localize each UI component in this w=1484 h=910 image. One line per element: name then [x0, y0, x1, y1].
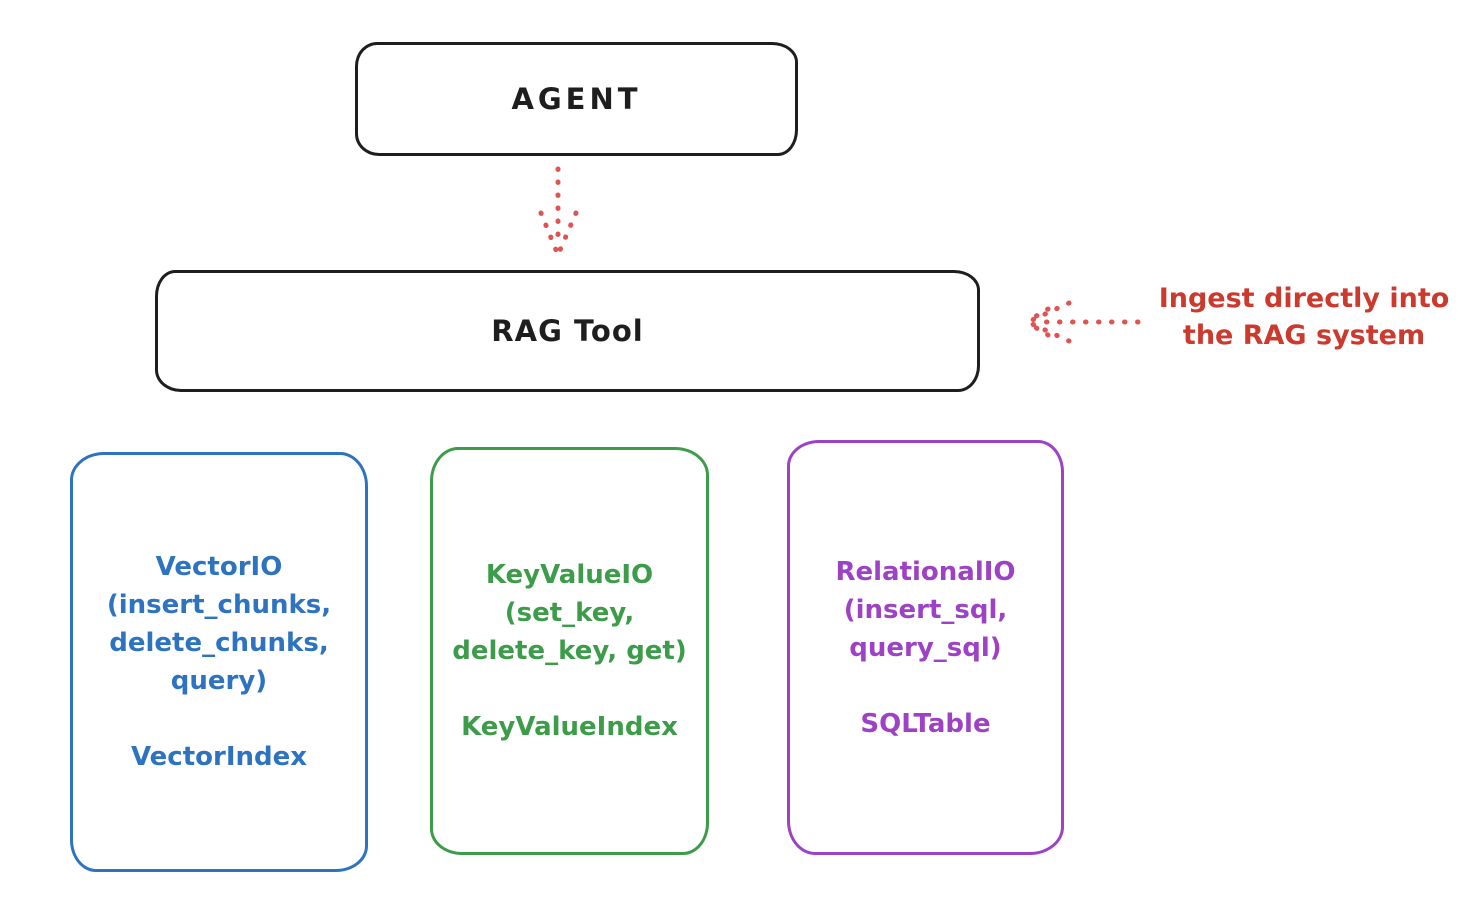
relational-io-card: RelationalIO (insert_sql, query_sql) SQL… — [787, 440, 1064, 855]
rag-tool-node: RAG Tool — [155, 270, 980, 392]
agent-to-rag-arrow — [538, 166, 579, 253]
rag-tool-label: RAG Tool — [491, 314, 644, 348]
ingest-arrow — [1025, 300, 1141, 344]
relational-io-line: query_sql) — [849, 632, 1002, 663]
keyvalue-io-card: KeyValueIO (set_key, delete_key, get) Ke… — [430, 447, 709, 855]
relational-io-line: RelationalIO — [835, 556, 1016, 587]
keyvalue-io-footer: KeyValueIndex — [461, 712, 678, 742]
ingest-annotation: Ingest directly into the RAG system — [1128, 280, 1480, 354]
agent-label: AGENT — [511, 82, 642, 116]
ingest-annotation-line2: the RAG system — [1182, 320, 1426, 351]
vector-io-card: VectorIO (insert_chunks, delete_chunks, … — [70, 452, 368, 872]
vector-io-line: query) — [170, 666, 268, 696]
relational-io-line: (insert_sql, — [843, 594, 1008, 625]
vector-io-line: VectorIO — [155, 552, 283, 582]
keyvalue-io-line: delete_key, get) — [452, 636, 687, 666]
relational-io-footer: SQLTable — [860, 708, 991, 739]
ingest-annotation-line1: Ingest directly into — [1158, 283, 1450, 314]
keyvalue-io-line: KeyValueIO — [485, 560, 654, 590]
vector-io-footer: VectorIndex — [130, 742, 308, 772]
keyvalue-io-line: (set_key, — [504, 598, 635, 628]
vector-io-line: delete_chunks, — [109, 628, 329, 658]
agent-node: AGENT — [355, 42, 798, 156]
vector-io-line: (insert_chunks, — [106, 590, 332, 620]
